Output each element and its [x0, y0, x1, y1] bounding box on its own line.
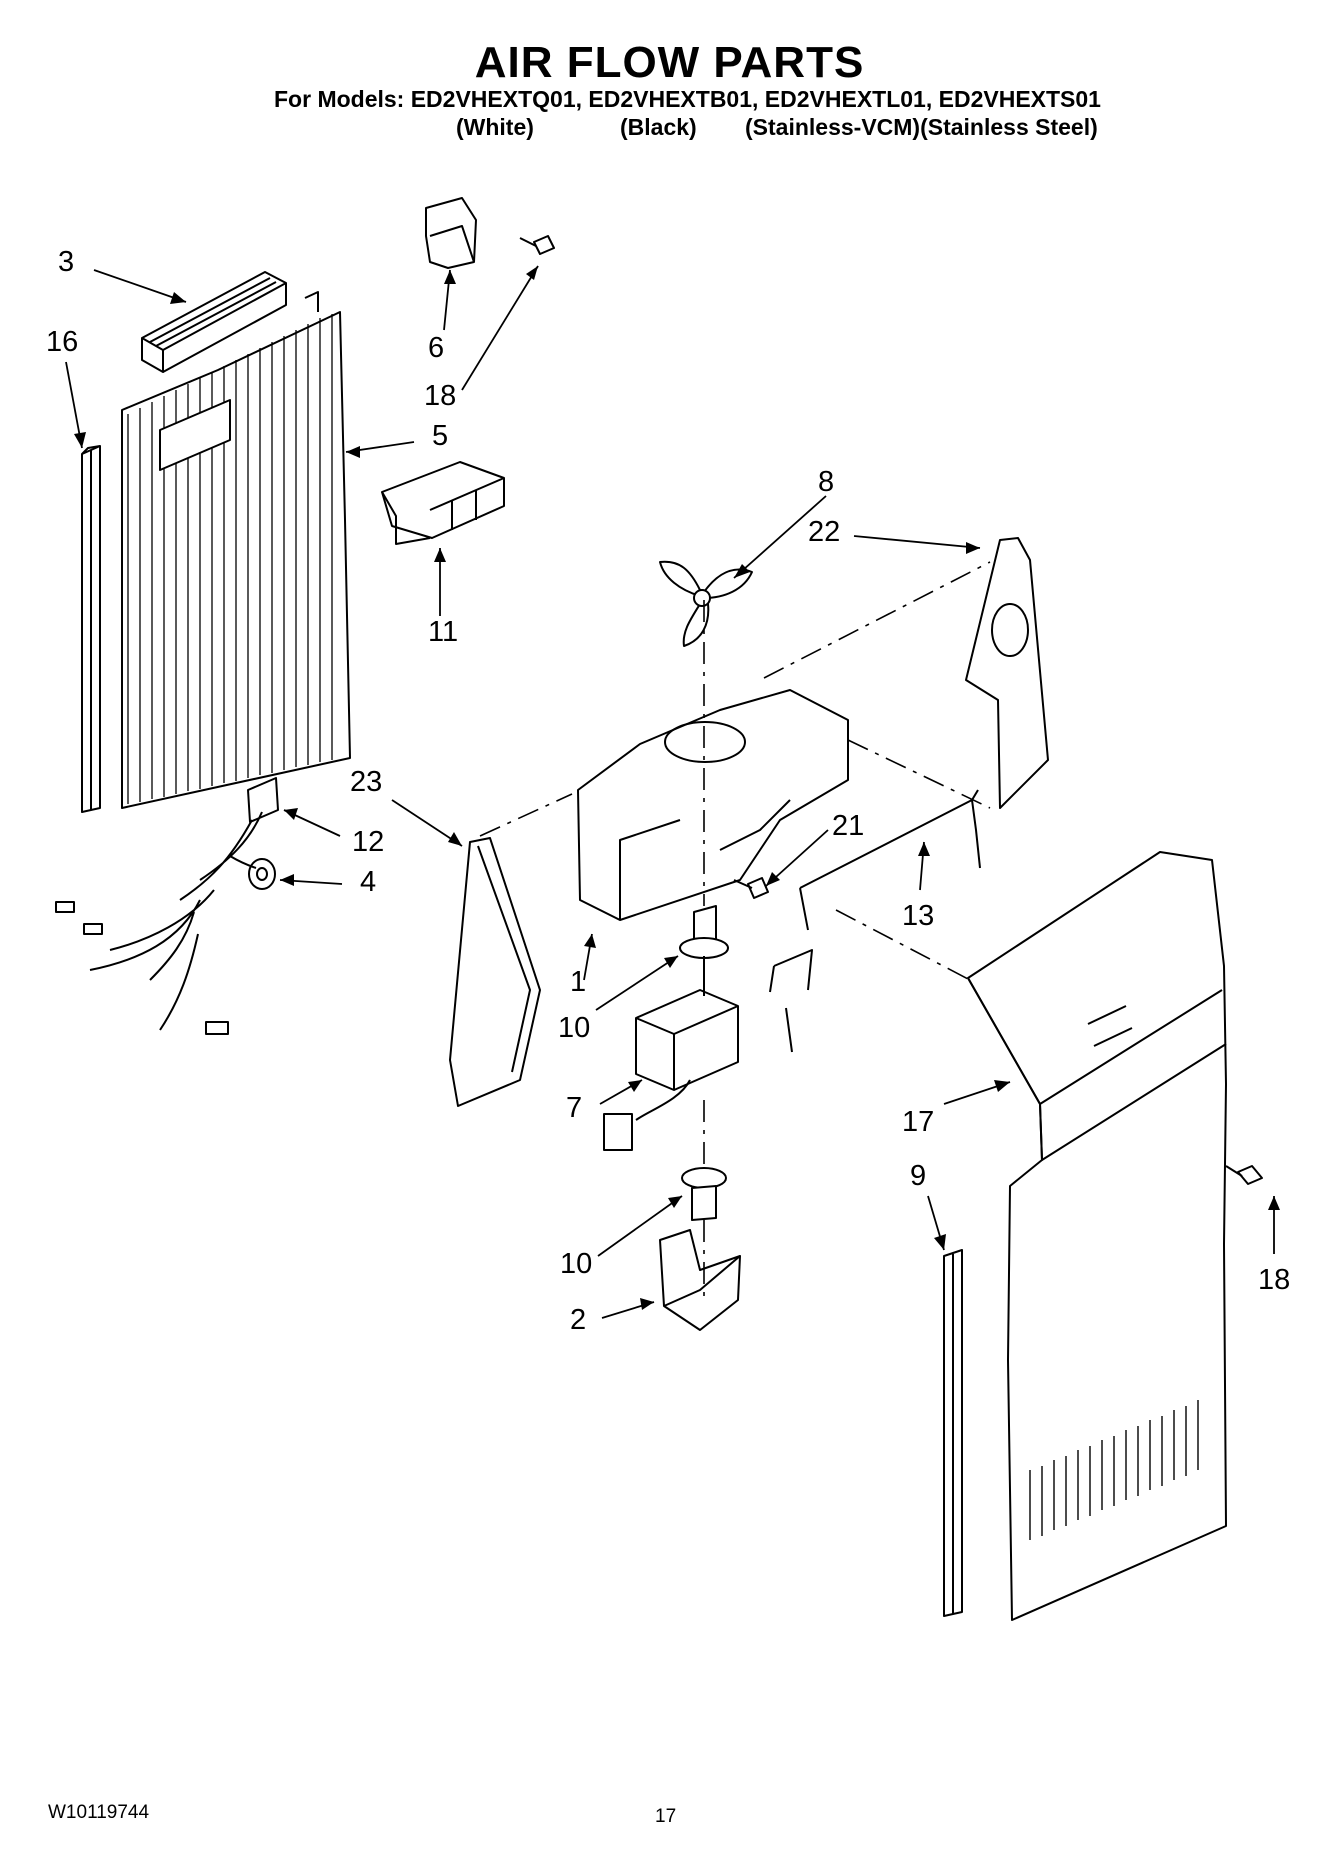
part-18-screw-right[interactable]	[1225, 1165, 1263, 1185]
models-line: For Models: ED2VHEXTQ01, ED2VHEXTB01, ED…	[274, 86, 1101, 112]
part-11-bracket[interactable]	[381, 461, 505, 545]
callout-5: 5	[432, 420, 449, 452]
callout-2: 2	[570, 1304, 587, 1336]
callout-4: 4	[360, 866, 377, 898]
callout-22: 22	[808, 516, 841, 548]
part-2-motor-bracket[interactable]	[659, 1229, 741, 1331]
part-8-fan-blade[interactable]	[659, 560, 753, 647]
part-21-screw[interactable]	[733, 877, 769, 899]
part-13-wire-bracket[interactable]	[769, 789, 981, 1053]
part-23-left-panel[interactable]	[449, 837, 541, 1107]
variant-stainless: (Stainless-VCM)(Stainless Steel)	[745, 114, 1098, 140]
callout-9: 9	[910, 1160, 927, 1192]
part-10-bushing-top[interactable]	[679, 905, 729, 959]
callout-8: 8	[818, 466, 835, 498]
callout-18-top: 18	[424, 380, 457, 412]
callout-21: 21	[832, 810, 865, 842]
part-12-wire-harness[interactable]	[55, 777, 279, 1035]
callout-1: 1	[570, 966, 587, 998]
part-10-bushing-bottom[interactable]	[681, 1167, 727, 1221]
callout-23: 23	[350, 766, 383, 798]
part-18-screw-top[interactable]	[519, 235, 555, 255]
part-7-fan-motor[interactable]	[603, 956, 739, 1151]
callout-7: 7	[566, 1092, 583, 1124]
page-title: AIR FLOW PARTS	[474, 38, 865, 87]
callout-3: 3	[58, 246, 75, 278]
part-17-evaporator-cover[interactable]	[967, 851, 1227, 1621]
document-number: W10119744	[48, 1802, 150, 1823]
part-9-right-strip[interactable]	[943, 1249, 963, 1617]
part-22-right-panel[interactable]	[965, 537, 1049, 809]
arrowheads	[74, 266, 1280, 1310]
callout-13: 13	[902, 900, 935, 932]
page-number: 17	[655, 1806, 677, 1827]
callout-12: 12	[352, 826, 385, 858]
part-3-top-trim[interactable]	[141, 271, 287, 373]
variant-white: (White)	[456, 114, 534, 140]
callout-11: 11	[428, 616, 459, 648]
part-5-back-panel[interactable]	[121, 291, 351, 809]
callout-10-bottom: 10	[560, 1248, 593, 1280]
variant-black: (Black)	[620, 114, 697, 140]
part-6-cap[interactable]	[425, 197, 477, 269]
callout-6: 6	[428, 332, 445, 364]
part-4-grommet[interactable]	[229, 855, 276, 890]
part-1-fan-housing[interactable]	[577, 689, 849, 921]
callout-18-right: 18	[1258, 1264, 1291, 1296]
callout-17: 17	[902, 1106, 935, 1138]
callout-16: 16	[46, 326, 79, 358]
callout-10-top: 10	[558, 1012, 591, 1044]
part-16-left-strip[interactable]	[81, 445, 101, 813]
alignment-lines	[479, 561, 991, 1300]
